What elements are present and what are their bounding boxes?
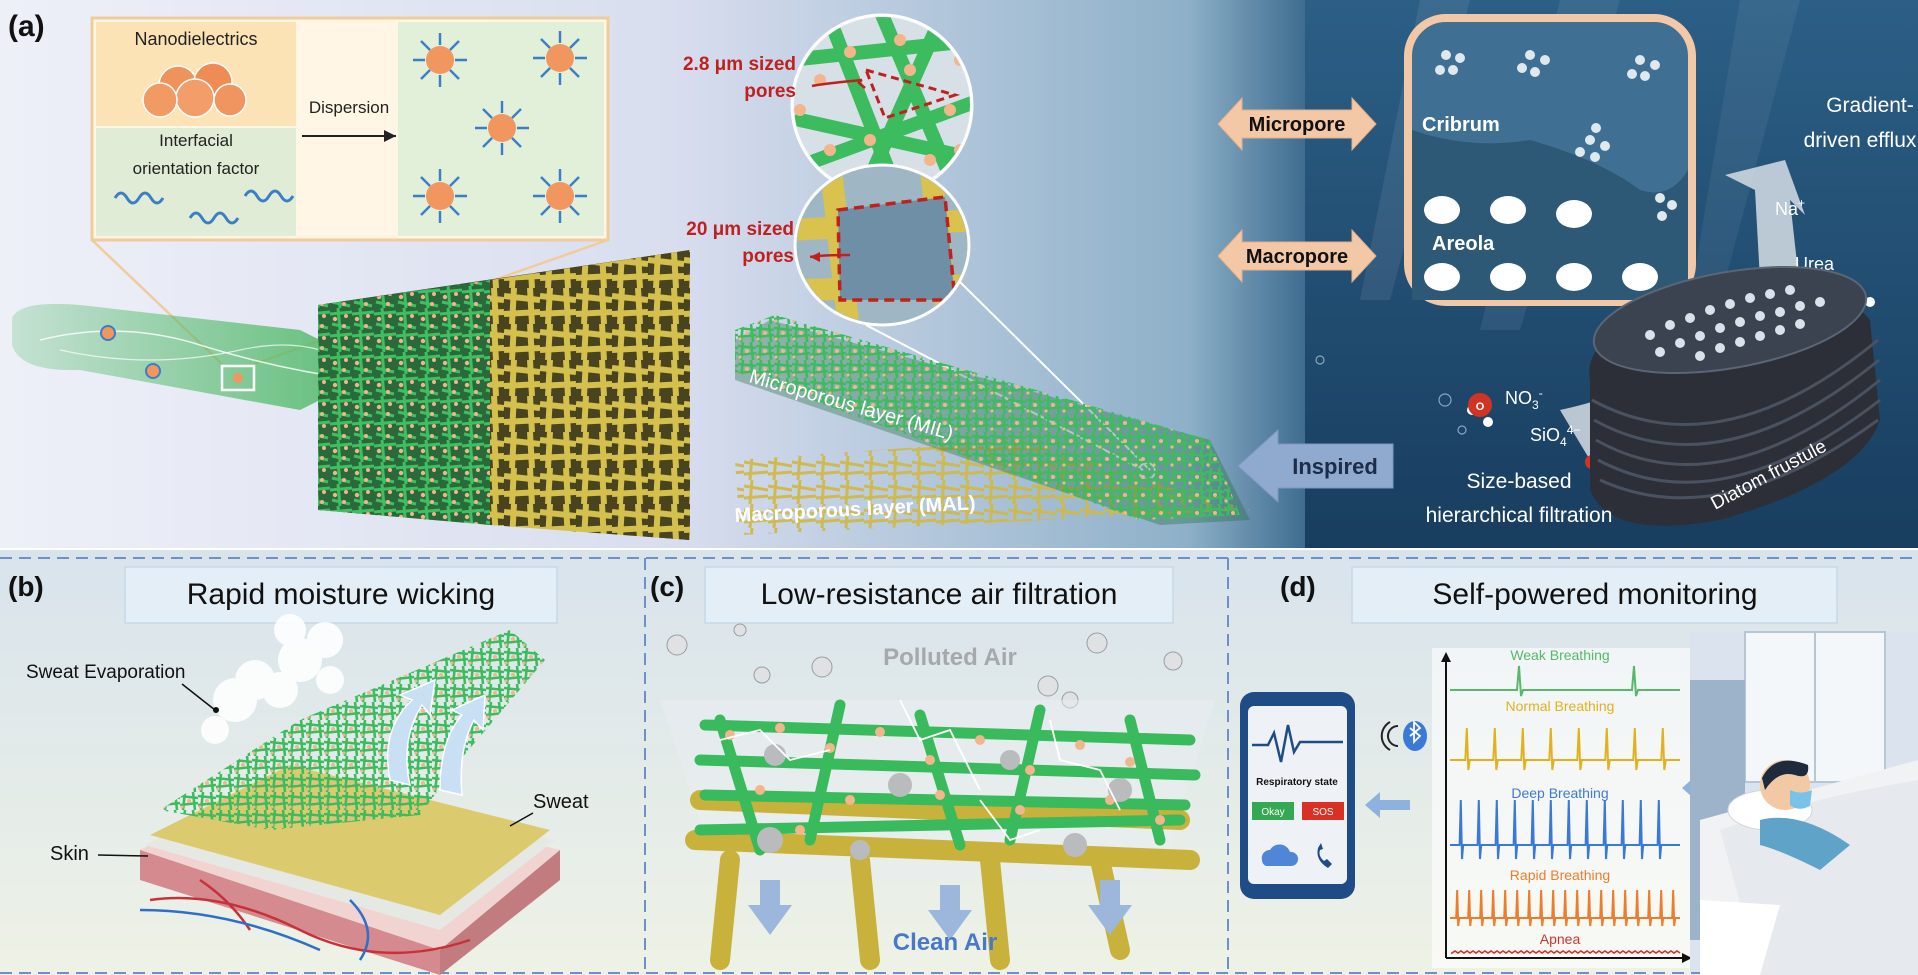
apnea-trace xyxy=(1451,950,1681,955)
dispersed-particles xyxy=(413,31,587,223)
panel-c-tag: (c) xyxy=(650,571,684,602)
areola-label: Areola xyxy=(1432,233,1495,255)
clean-air-label: Clean Air xyxy=(893,929,997,956)
micropore-magnifier xyxy=(790,13,974,197)
steam-cloud xyxy=(201,614,344,744)
interfacial-label-1: Interfacial xyxy=(159,131,233,150)
electrostatic-sparks xyxy=(719,699,1121,842)
filtration-label-2: hierarchical filtration xyxy=(1426,504,1613,527)
interfacial-label-2: orientation factor xyxy=(133,159,260,178)
panel-d-tag: (d) xyxy=(1280,571,1316,602)
nanodielectrics-label: Nanodielectrics xyxy=(134,29,257,49)
micropore-label: Micropore xyxy=(1249,114,1346,136)
sio4-label: SiO44− xyxy=(1530,423,1580,449)
gradient-label-2: driven efflux xyxy=(1804,129,1917,152)
micropore-arrow: Micropore xyxy=(1217,96,1377,152)
trapped-particles xyxy=(757,744,1132,860)
microporous-mat xyxy=(318,280,490,525)
phone-waveform xyxy=(1252,724,1343,763)
na-label: Na+ xyxy=(1775,196,1805,219)
inspired-arrow: Inspired xyxy=(1237,428,1394,504)
o-atom-label: O xyxy=(1476,401,1485,413)
inspired-label: Inspired xyxy=(1292,454,1378,479)
filter-beads xyxy=(725,723,1165,835)
sweat-evaporation-label: Sweat Evaporation xyxy=(26,662,186,683)
panel-b-title: Rapid moisture wicking xyxy=(187,578,495,611)
cribrum-label: Cribrum xyxy=(1422,114,1500,136)
gradient-label-1: Gradient- xyxy=(1826,94,1914,117)
small-pore-label-2: pores xyxy=(744,81,796,102)
breathing-chart: Weak Breathing Normal Breathing Deep Bre… xyxy=(1432,647,1692,968)
signal-label-rapid: Rapid Breathing xyxy=(1510,867,1610,883)
macropore-magnifier xyxy=(793,163,971,327)
panel-a: (a) Nanodielectrics Interfacial orientat… xyxy=(0,0,1918,548)
diatom-structure-box: Cribrum Areola xyxy=(1404,14,1696,306)
data-arrow xyxy=(1365,792,1410,818)
rapid-breathing-trace xyxy=(1450,889,1680,927)
signal-label-normal: Normal Breathing xyxy=(1506,698,1615,714)
polluted-air-label: Polluted Air xyxy=(883,644,1017,671)
bilayer-membrane: Microporous layer (MIL) Macroporous laye… xyxy=(734,315,1250,535)
dispersion-label: Dispersion xyxy=(309,98,389,117)
phone-call-icon xyxy=(1317,843,1332,868)
water-molecule: O xyxy=(1467,393,1493,427)
filtration-label-1: Size-based xyxy=(1466,470,1571,493)
okay-label: Okay xyxy=(1261,807,1284,818)
panel-d-title: Self-powered monitoring xyxy=(1432,578,1757,611)
large-pore-label-1: 20 μm sized xyxy=(686,219,794,240)
panel-b: (b) Rapid moisture wicking Sweat Evapora… xyxy=(8,566,589,975)
weak-breathing-trace xyxy=(1450,665,1680,697)
macropore-arrow: Macropore xyxy=(1217,228,1377,284)
micropore-outline xyxy=(863,67,961,120)
panel-c: (c) Low-resistance air filtration Pollut… xyxy=(650,566,1215,970)
signal-label-weak: Weak Breathing xyxy=(1510,647,1609,663)
panel-c-title: Low-resistance air filtration xyxy=(761,578,1118,611)
fiber-mat xyxy=(318,250,690,540)
deep-breathing-trace xyxy=(1450,799,1680,860)
smartphone: Respiratory state Okay SOS xyxy=(1240,692,1355,899)
respiratory-state-label: Respiratory state xyxy=(1256,777,1338,788)
patient-illustration xyxy=(1690,631,1918,975)
wicking-arrows xyxy=(386,678,486,796)
nanoparticle-cluster xyxy=(142,62,247,118)
signal-label-deep: Deep Breathing xyxy=(1511,785,1608,801)
macropore-label: Macropore xyxy=(1246,246,1348,268)
cloud-icon xyxy=(1261,844,1299,866)
large-pore-label-2: pores xyxy=(742,246,794,267)
zoom-box xyxy=(220,364,256,392)
signal-label-apnea: Apnea xyxy=(1540,931,1581,947)
inset-box: Nanodielectrics Interfacial orientation … xyxy=(90,16,610,366)
skin-label: Skin xyxy=(50,843,89,865)
no3-label: NO3- xyxy=(1505,386,1543,412)
small-pore-label-1: 2.8 μm sized xyxy=(683,54,796,75)
panel-a-tag: (a) xyxy=(8,10,45,43)
panel-d: (d) Self-powered monitoring Respiratory … xyxy=(1240,566,1918,975)
diatom-frustule: Diatom frustule xyxy=(1589,266,1881,526)
wicking-mesh xyxy=(160,630,545,830)
bluetooth-icon xyxy=(1380,719,1427,751)
sos-label: SOS xyxy=(1312,807,1333,818)
clean-air-arrows xyxy=(748,880,1132,940)
orientation-chains xyxy=(113,189,295,225)
macroporous-mat xyxy=(490,250,690,540)
panel-b-tag: (b) xyxy=(8,571,44,602)
okay-indicator xyxy=(1252,802,1294,820)
sos-indicator xyxy=(1302,802,1344,820)
normal-breathing-trace xyxy=(1450,727,1680,771)
sweat-label: Sweat xyxy=(533,791,589,813)
